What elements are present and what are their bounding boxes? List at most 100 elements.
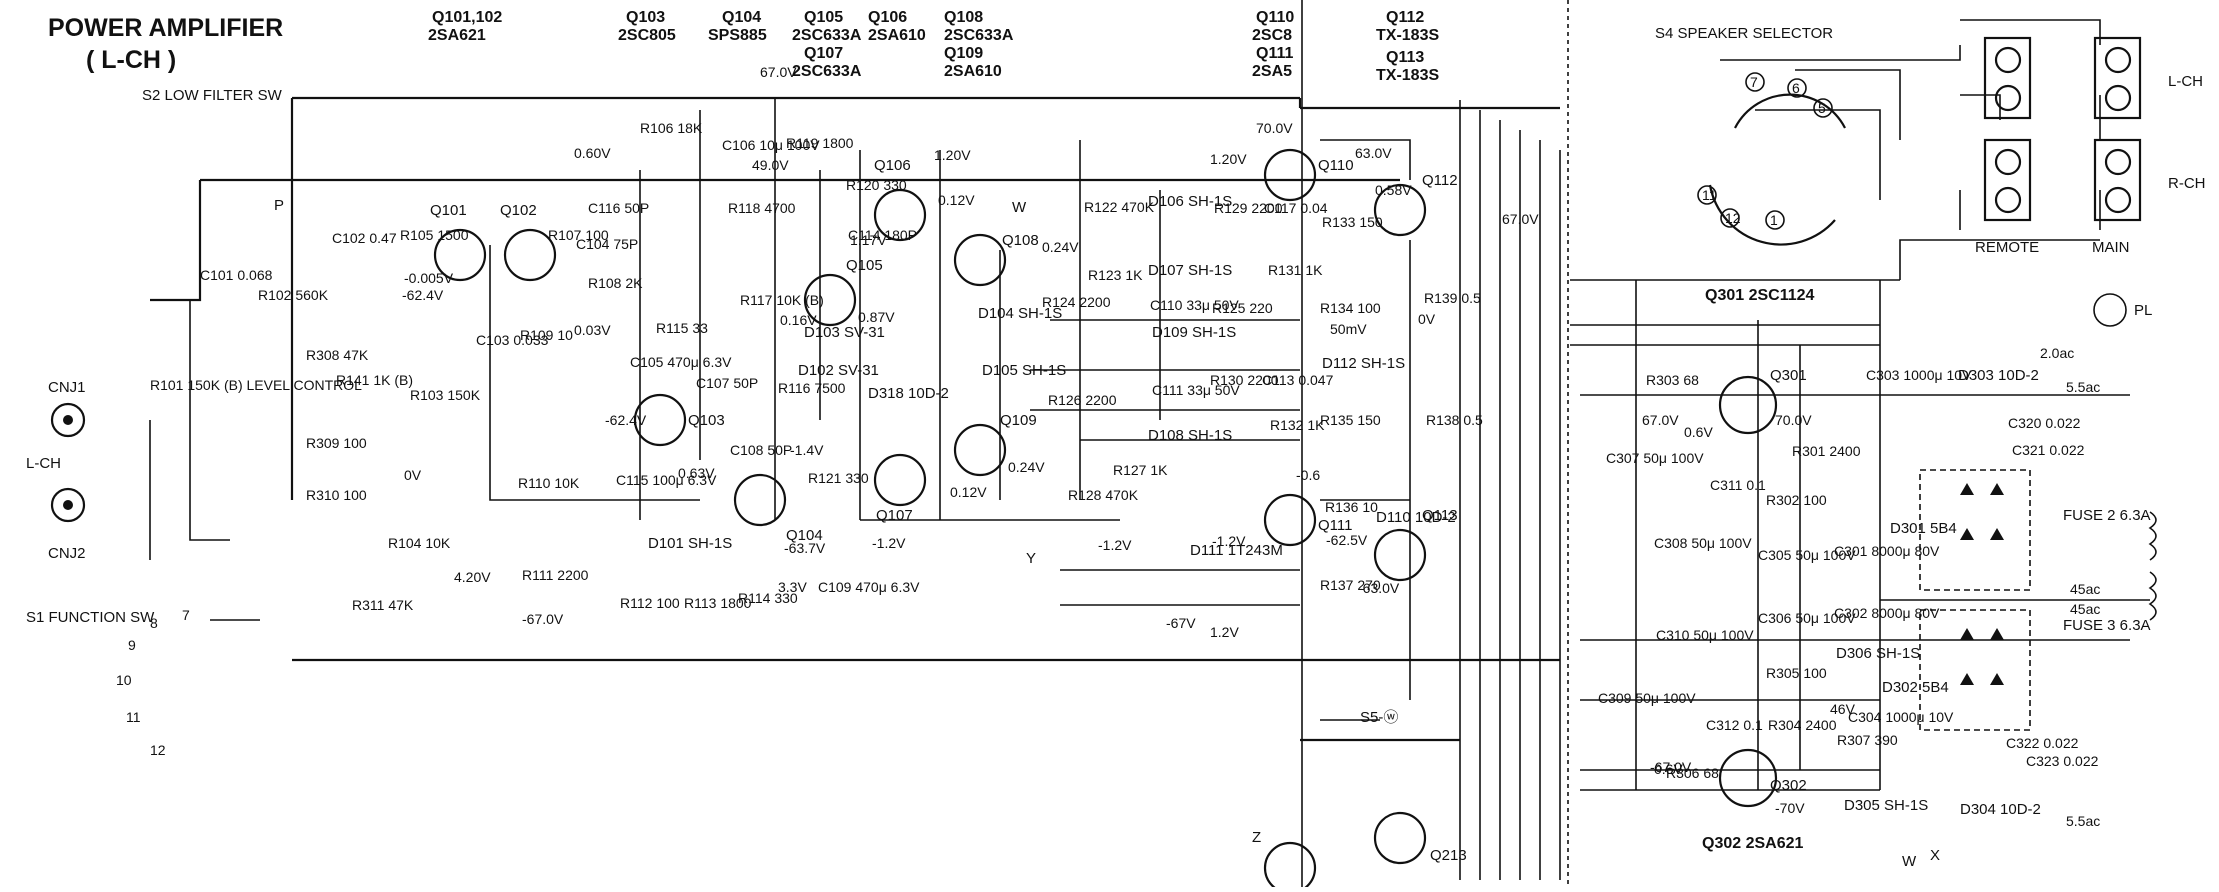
terminal-marker-2: Y <box>1026 550 1036 567</box>
cnj2-label: CNJ2 <box>48 545 86 562</box>
voltage-label-6: 63.0V <box>1355 145 1392 161</box>
transistor-label-13: Q213 <box>1430 847 1467 864</box>
hdr-2sa610: 2SA610 <box>868 27 926 44</box>
resistor-label-18: R119 1800 <box>786 135 854 151</box>
hdr-q103: Q103 <box>626 9 665 26</box>
q101-symbol <box>433 228 487 282</box>
voltage-label-38: 67.0V <box>1642 412 1679 428</box>
diode-label-5: D106 SH-1S <box>1148 193 1232 210</box>
resistor-label-31: R132 1K <box>1270 417 1325 433</box>
resistor-label-47: R308 47K <box>306 347 369 363</box>
s4-contact-5 <box>1813 98 1833 118</box>
voltage-label-36: -63.0V <box>1358 580 1400 596</box>
q102-symbol <box>503 228 557 282</box>
resistor-label-12: R113 1800 <box>684 595 752 611</box>
remote-label: REMOTE <box>1975 239 2039 256</box>
terminal-marker-5: X <box>1930 847 1940 864</box>
diode-label-6: D107 SH-1S <box>1148 262 1232 279</box>
resistor-label-43: R304 2400 <box>1768 717 1837 733</box>
resistor-label-17: R118 4700 <box>728 200 796 216</box>
hdr-tx183s-2: TX-183S <box>1376 67 1439 84</box>
diode-label-15: D303 10D-2 <box>1958 367 2039 384</box>
switch-contact-2: 5 <box>1818 100 1826 116</box>
diode-label-9: D110 10D-2 <box>1376 509 1456 526</box>
title-sub: ( L-CH ) <box>86 46 176 74</box>
diode-label-2: D103 SV-31 <box>804 324 885 341</box>
resistor-label-42: R303 68 <box>1646 372 1699 388</box>
fuse3-label: FUSE 3 6.3A <box>2063 617 2151 634</box>
hdr-q104: Q104 <box>722 9 761 26</box>
hdr-q107: Q107 <box>804 45 843 62</box>
resistor-label-48: R309 100 <box>306 435 367 451</box>
voltage-label-30: -67V <box>1166 615 1196 631</box>
capacitor-label-30: C322 0.022 <box>2006 735 2079 751</box>
resistor-label-10: R111 2200 <box>522 567 589 583</box>
capacitor-label-2: C103 0.033 <box>476 332 549 348</box>
resistor-label-26: R127 1K <box>1113 462 1168 478</box>
main-label: MAIN <box>2092 239 2130 256</box>
resistor-label-2: R103 150K <box>410 387 481 403</box>
d302-bridge-box <box>1919 609 2031 731</box>
transistor-label-1: Q102 <box>500 202 537 219</box>
resistor-label-8: R109 10 <box>520 327 573 343</box>
resistor-label-1: R102 560K <box>258 287 329 303</box>
capacitor-label-1: C102 0.47 <box>332 230 397 246</box>
resistor-label-19: R120 330 <box>846 177 907 193</box>
pl-label: PL <box>2134 302 2152 319</box>
switch-contact-4: 12 <box>1725 210 1741 226</box>
capacitor-label-31: C323 0.022 <box>2026 753 2099 769</box>
s4-upper-wafer <box>1734 93 1846 129</box>
remote-r-terminal <box>1983 138 2032 222</box>
capacitor-label-21: C306 50μ 100V <box>1758 610 1856 626</box>
transistor-label-12: Q111 <box>1318 517 1352 534</box>
voltage-label-40: -70V <box>1775 800 1805 816</box>
hdr-2sa621: 2SA621 <box>428 27 486 44</box>
transistor-label-15: Q302 <box>1770 777 1807 794</box>
terminal-marker-4: W <box>1902 853 1917 870</box>
switch-contact-5: 1 <box>1770 212 1778 228</box>
capacitor-label-13: C115 100μ 6.3V <box>616 472 717 488</box>
resistor-label-23: R124 2200 <box>1042 294 1111 310</box>
s4-label: S4 SPEAKER SELECTOR <box>1655 25 1833 42</box>
diode-label-16: D304 10D-2 <box>1960 801 2041 818</box>
voltage-label-48: 45ac <box>2070 601 2100 617</box>
s4-contact-11 <box>1697 185 1717 205</box>
header-labels: Q101,102 2SA621 Q103 2SC805 Q104 SPS885 … <box>428 9 1439 84</box>
q105-symbol <box>803 273 857 327</box>
resistor-label-20: R121 330 <box>808 470 869 486</box>
switch-contact-1: 6 <box>1792 80 1800 96</box>
voltage-label-13: 0.16V <box>780 312 817 328</box>
q104-symbol <box>733 473 787 527</box>
cnj1-jack <box>50 402 86 438</box>
cnj2-pin <box>63 500 73 510</box>
transistor-label-8: Q109 <box>1000 412 1037 429</box>
resistor-label-41: R302 100 <box>1766 492 1827 508</box>
voltage-label-20: 0.12V <box>950 484 987 500</box>
capacitor-label-29: C321 0.022 <box>2012 442 2085 458</box>
resistor-label-5: R106 18K <box>640 120 703 136</box>
voltage-label-11: 0.03V <box>574 322 611 338</box>
resistor-label-4: R105 1500 <box>400 227 469 243</box>
hdr-q101-102: Q101,102 <box>432 9 502 26</box>
transistor-label-11: Q113 <box>1422 507 1458 524</box>
hdr-q111: Q111 <box>1256 45 1293 62</box>
transistor-label-7: Q108 <box>1002 232 1039 249</box>
resistor-label-28: R129 2200 <box>1214 200 1283 216</box>
diode-label-11: D112 SH-1S <box>1322 355 1405 372</box>
transistor-label-10: Q112 <box>1422 172 1458 189</box>
resistor-label-27: R128 470K <box>1068 487 1139 503</box>
diode-label-4: D105 SH-1S <box>982 362 1066 379</box>
transformer-coils <box>2093 293 2157 621</box>
transistor-label-6: Q107 <box>876 507 913 524</box>
voltage-label-12: -62.4V <box>605 412 647 428</box>
s4-contact-1 <box>1765 210 1785 230</box>
resistor-label-39: R141 1K (B) <box>336 372 413 388</box>
voltage-label-14: 1.17V <box>850 232 887 248</box>
diode-label-17: D305 SH-1S <box>1844 797 1928 814</box>
diode-label-10: D111 1T243M <box>1190 542 1283 559</box>
capacitor-label-20: C305 50μ 100V <box>1758 547 1856 563</box>
capacitor-label-4: C105 470μ 6.3V <box>630 354 732 370</box>
